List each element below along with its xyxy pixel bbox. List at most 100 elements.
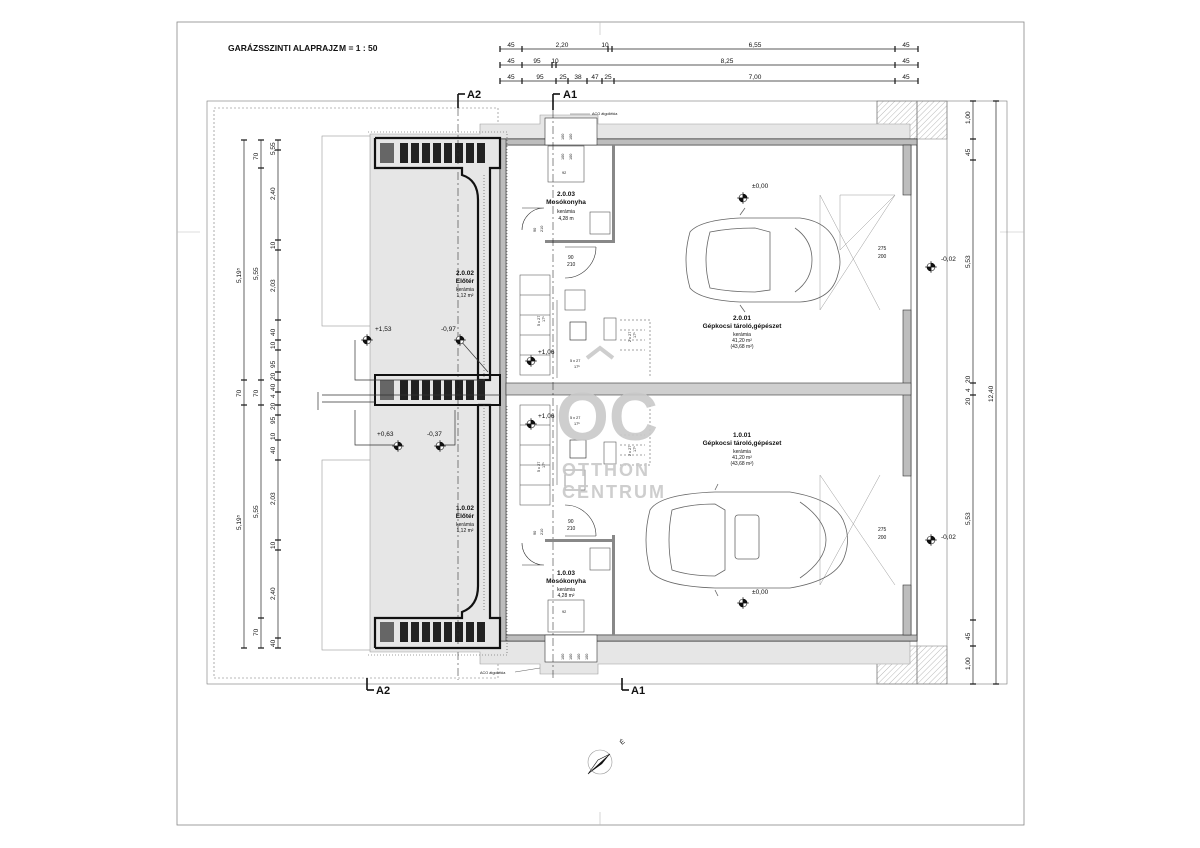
door-height: 210 [540, 226, 544, 232]
level-label: +1,53 [375, 326, 392, 333]
room-area: 1,12 m² [457, 293, 474, 299]
dim-text: 45 [902, 58, 910, 65]
room-id: 1.0.02 [456, 505, 474, 512]
stair-count: 5 x 27 [537, 316, 541, 326]
room-area2: (43,68 m²) [730, 344, 753, 350]
small-number: 92 [562, 610, 566, 614]
door-width: 90 [533, 228, 537, 232]
dim-text: 70 [253, 628, 260, 636]
dim-text: 1,00 [965, 111, 972, 124]
room-name: Mosókonyha [546, 199, 586, 206]
level-label: -0,02 [941, 256, 956, 263]
stair-count: 2 x 27 [628, 446, 632, 456]
dim-text: 70 [253, 389, 260, 397]
section-cut-lines [366, 93, 629, 691]
room-area2: (43,68 m²) [730, 461, 753, 467]
dim-text: 45 [507, 58, 515, 65]
room-id: 1.0.01 [733, 432, 751, 439]
building-walls [499, 117, 918, 663]
dim-text: 8,25 [721, 58, 734, 65]
dim-text: 5,19⁵ [236, 514, 243, 530]
dim-text: 1,00 [965, 657, 972, 670]
aco-label: ACO átgollékia [480, 671, 506, 675]
dim-text: 95 [270, 416, 277, 424]
dim-text: 10 [270, 432, 277, 440]
room-finish: kerámia [456, 287, 474, 293]
stair-count: 2 x 27 [628, 332, 632, 342]
dim-text: 10 [601, 42, 609, 49]
dim-text: 12,40 [988, 385, 995, 402]
level-symbols [361, 192, 937, 609]
small-number: 100 [577, 654, 581, 660]
top-dimension-lines [499, 46, 919, 84]
dim-text: 20 [270, 372, 277, 380]
dim-text: 4 [270, 394, 277, 398]
dim-text: 95 [270, 360, 277, 368]
watermark-line2: CENTRUM [562, 482, 666, 502]
dim-text: 40 [270, 328, 277, 336]
room-name: Gépkocsi tároló,gépészet [703, 323, 783, 330]
dim-text: 25 [559, 74, 567, 81]
dim-text: 45 [965, 148, 972, 156]
room-finish: kerámia [456, 522, 474, 528]
room-1-0-01: 1.0.01 Gépkocsi tároló,gépészet kerámia … [703, 432, 783, 467]
dim-text: 5,55 [270, 142, 277, 155]
room-area: 41,20 m² [732, 455, 752, 461]
watermark: OC OTTHON CENTRUM [556, 345, 666, 502]
door-labels: 90 210 90 210 90 210 90 210 275 200 275 … [533, 226, 887, 541]
dim-text: 70 [253, 152, 260, 160]
small-number: 100 [569, 654, 573, 660]
room-2-0-03: 2.0.03 Mosókonyha kerámia 4,28 m [546, 191, 586, 222]
level-label: +1,06 [538, 349, 555, 356]
dim-text: 6,55 [749, 42, 762, 49]
room-name: Mosókonyha [546, 578, 586, 585]
top-dimension-texts: 45 2,20 10 6,55 45 45 95 10 8,25 45 45 9… [507, 42, 910, 81]
room-id: 1.0.03 [557, 570, 575, 577]
stair-rise: 17⁵ [542, 462, 546, 468]
room-name: Előtér [456, 278, 475, 285]
drawing-scale: M = 1 : 50 [339, 43, 378, 53]
dim-text: 5,53 [965, 512, 972, 525]
level-label: ±0,00 [752, 589, 769, 596]
dim-text: 95 [533, 58, 541, 65]
dim-text: 2,03 [270, 279, 277, 292]
dim-text: 10 [270, 241, 277, 249]
stair-rise: 17⁵ [574, 422, 580, 426]
room-id: 2.0.03 [557, 191, 575, 198]
garage-door-height: 200 [878, 535, 887, 541]
dim-text: 20 [965, 397, 972, 405]
watermark-logo: OC [556, 379, 658, 455]
dim-text: 45 [507, 42, 515, 49]
door-width: 90 [533, 531, 537, 535]
right-dimension-lines [970, 100, 999, 685]
left-dimension-texts: 5,19⁵ 70 5,19⁵ 70 5,55 70 5,55 70 5,55 2… [236, 142, 277, 647]
room-1-0-02: 1.0.02 Előtér kerámia 1,12 m² [456, 505, 475, 534]
dim-text: 45 [965, 632, 972, 640]
block-pattern-bottom [380, 622, 485, 642]
stair-rise: 17⁵ [574, 365, 580, 369]
north-arrow-icon [587, 749, 613, 775]
dim-text: 45 [902, 74, 910, 81]
small-number: 100 [569, 134, 573, 140]
dim-text: 95 [536, 74, 544, 81]
room-name: Gépkocsi tároló,gépészet [703, 440, 783, 447]
dim-text: 40 [270, 383, 277, 391]
level-labels: ±0,00 ±0,00 -0,02 -0,02 +1,53 -0,97 +0,6… [375, 183, 956, 596]
door-width: 90 [568, 519, 574, 525]
room-area: 4,28 m² [558, 593, 575, 599]
level-label: -0,02 [941, 534, 956, 541]
room-area: 4,28 m [558, 216, 573, 222]
dim-text: 40 [270, 639, 277, 647]
door-height: 210 [540, 529, 544, 535]
room-area: 41,20 m² [732, 338, 752, 344]
level-label: +1,06 [538, 413, 555, 420]
sheet-frame [176, 21, 1025, 826]
stair-rise: 17⁵ [542, 316, 546, 322]
dim-text: 25 [604, 74, 612, 81]
left-dimension-lines [241, 139, 281, 649]
right-dimension-texts: 1,00 45 5,53 20 4 20 5,53 45 1,00 12,40 [965, 111, 995, 670]
small-number: 100 [585, 654, 589, 660]
dim-text: 5,55 [253, 267, 260, 280]
aco-label: ACO átgollékia [592, 112, 618, 116]
